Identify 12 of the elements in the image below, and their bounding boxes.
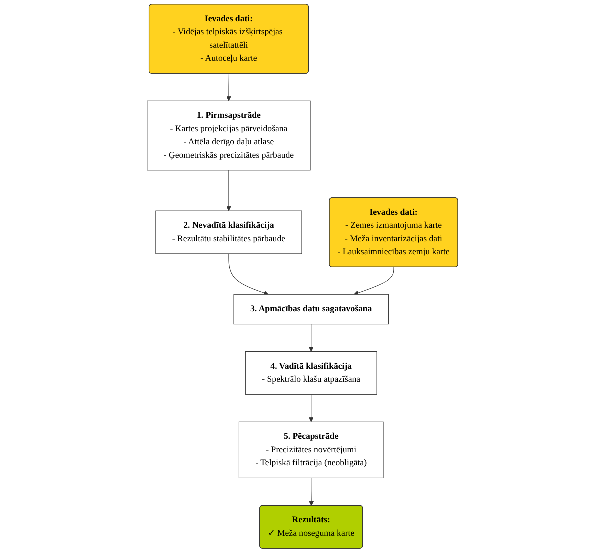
node-box: 4. Vadītā klasifikācija - Spektrālo klašu atpazīšana xyxy=(246,352,378,395)
node-box: 3. Apmācības datu sagatavošana xyxy=(234,294,390,325)
arrow xyxy=(226,170,232,212)
arrow xyxy=(309,478,314,506)
arrow xyxy=(309,324,314,352)
node-box: 2. Nevadītā klasifikācija - Rezultātu stabilitātes pārbaude xyxy=(156,210,303,254)
arrow xyxy=(309,394,314,422)
arrow xyxy=(226,74,232,102)
arrow xyxy=(228,254,270,296)
node-box: 1. Pirmsapstrāde - Kartes projekcijas pārveidošana - Attēla derīgo daļu atlase - Ģeometriskās precizitātes pārbaude xyxy=(147,100,312,171)
arrow xyxy=(354,267,395,296)
node-box: 5. Pēcapstrāde - Precizitātes novērtējumi - Telpiskā filtrācija (neobligāta) xyxy=(239,422,384,478)
